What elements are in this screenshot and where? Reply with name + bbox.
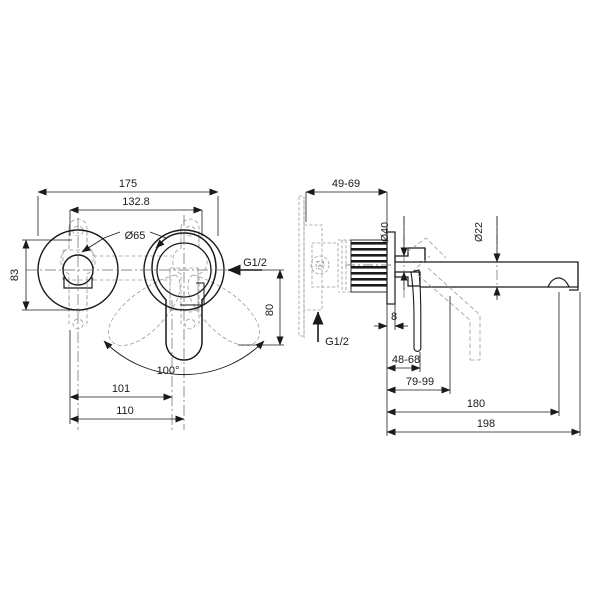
- dim-projection-80: 80: [264, 304, 276, 316]
- side-inlet-thread-label: G1/2: [325, 336, 349, 348]
- hidden-rough-in-body: [298, 195, 353, 340]
- swing-angle-arc: [103, 340, 265, 375]
- dim-plate-thickness: 8: [391, 311, 397, 323]
- lever-handle: [151, 232, 217, 361]
- wall-plate: [386, 231, 396, 305]
- dim-dia65-leaders: [81, 231, 167, 253]
- dim-180-geometry: [386, 292, 560, 416]
- dim-spout-length-180: 180: [467, 398, 485, 410]
- dim-lever-reach-range: 48-68: [392, 354, 420, 366]
- side-view-group: 49-69 Ø40 Ø22 8 G1/2 48: [298, 178, 581, 436]
- dim-handle-offset-101: 101: [112, 383, 130, 395]
- dim-48-68-geometry: [386, 352, 421, 372]
- threaded-sleeve: [350, 239, 388, 293]
- dim-overall-width: 175: [119, 178, 137, 190]
- dim-49-69-geometry: [305, 188, 388, 232]
- front-inlet-thread-label: G1/2: [243, 257, 267, 269]
- hidden-alternate-lever-position: [406, 237, 481, 361]
- dim-body-depth-range: 79-99: [406, 376, 434, 388]
- dim-overall-length-198: 198: [477, 418, 495, 430]
- dim-escutcheon-height: 83: [9, 269, 21, 281]
- dim-79-99-geometry: [386, 296, 451, 394]
- dim-wall-depth-range: 49-69: [332, 178, 360, 190]
- dim-escutcheon-diameter: Ø65: [125, 230, 146, 242]
- dim-198-geometry: [386, 292, 581, 436]
- dim-83-geometry: [22, 239, 72, 311]
- dim-swing-angle: 100°: [157, 365, 180, 377]
- dim-110-geometry: [69, 330, 185, 424]
- lever-inner-detail: [180, 282, 205, 306]
- dim-handle-offset-110: 110: [116, 405, 134, 417]
- dim-center-to-center: 132.8: [122, 196, 150, 208]
- dim-spout-tube-diameter: Ø22: [473, 222, 485, 242]
- dim-175-geometry: [37, 188, 219, 236]
- left-escutcheon-notch: [63, 277, 93, 289]
- dim-inlet-boss-diameter: Ø40: [379, 222, 391, 242]
- front-view-group: 100° 175 132.8 Ø65 83: [9, 178, 284, 430]
- dim-8-geometry: [374, 304, 408, 330]
- dim-132-geometry: [69, 206, 203, 236]
